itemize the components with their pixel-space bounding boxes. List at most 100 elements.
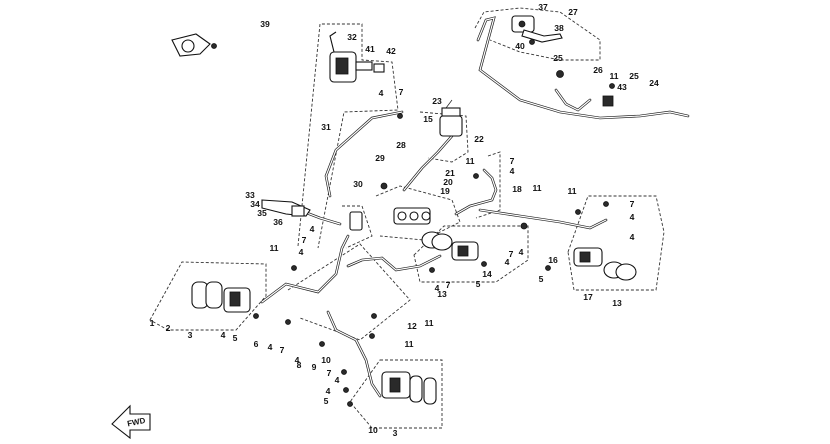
callout-c11d: 11 [567, 186, 576, 196]
callout-c8: 8 [297, 360, 302, 370]
callout-c28: 28 [396, 140, 406, 150]
callout-c4c: 4 [630, 212, 635, 222]
callout-c40: 40 [515, 41, 525, 51]
forward-arrow: FWD [111, 404, 151, 440]
callout-c41: 41 [365, 44, 375, 54]
callout-c5a: 5 [539, 274, 544, 284]
part-front-right-caliper [381, 371, 437, 405]
callout-c11f: 11 [424, 318, 433, 328]
callout-c7g: 7 [280, 345, 285, 355]
callout-c4f: 4 [630, 232, 635, 242]
callout-c7e: 7 [509, 249, 514, 259]
callout-c4e: 4 [299, 247, 304, 257]
callout-c20: 20 [443, 177, 453, 187]
callout-c10b: 10 [368, 425, 378, 435]
outline-rear-line [475, 151, 501, 219]
callout-c9: 9 [312, 362, 317, 372]
outline-front-right-caliper [349, 359, 443, 429]
callout-c26: 26 [593, 65, 603, 75]
callout-c7f: 7 [446, 280, 451, 290]
callout-c15: 15 [423, 114, 433, 124]
part-25-nut [556, 70, 564, 78]
callout-c11a: 11 [609, 71, 618, 81]
part-rear-left-caliper [421, 231, 479, 261]
callout-c11b: 11 [465, 156, 474, 166]
callout-c31: 31 [321, 122, 331, 132]
callout-c37: 37 [538, 2, 548, 12]
callout-c36: 36 [273, 217, 283, 227]
callout-c4n: 4 [326, 386, 331, 396]
part-29-bolt [380, 182, 388, 190]
outline-parking-brake [474, 7, 601, 61]
outline-proportion-valve [375, 185, 461, 241]
brake-lines [260, 16, 690, 398]
callout-c3b: 3 [393, 428, 398, 438]
callout-c17: 17 [583, 292, 593, 302]
callout-c11g: 11 [404, 339, 413, 349]
outline-center-tee [342, 205, 373, 249]
callout-c18: 18 [512, 184, 522, 194]
fasteners [253, 113, 609, 407]
cable-parking [476, 16, 690, 120]
callout-c39: 39 [260, 19, 270, 29]
callout-c4l: 4 [295, 355, 300, 365]
part-15-reservoir [439, 99, 463, 137]
part-32-master-cylinder [329, 31, 385, 83]
callout-c29: 29 [375, 153, 385, 163]
callout-c13b: 13 [612, 298, 622, 308]
callout-c4a: 4 [379, 88, 384, 98]
callout-c11e: 11 [269, 243, 278, 253]
callout-c33: 33 [245, 190, 255, 200]
callout-c10a: 10 [321, 355, 331, 365]
callout-c5c: 5 [233, 333, 238, 343]
part-rear-right-caliper [573, 247, 637, 281]
callout-c16: 16 [548, 255, 558, 265]
forward-label: FWD [126, 416, 146, 429]
callout-c4k: 4 [268, 342, 273, 352]
callout-c3a: 3 [188, 330, 193, 340]
callout-c4j: 4 [221, 330, 226, 340]
callout-c4g: 4 [519, 247, 524, 257]
callout-c13a: 13 [437, 289, 447, 299]
callout-c7d: 7 [302, 235, 307, 245]
callout-c11c: 11 [532, 183, 541, 193]
callout-c7c: 7 [630, 199, 635, 209]
outline-left-front-line [287, 243, 411, 341]
callout-c5d: 5 [324, 396, 329, 406]
callout-c27: 27 [568, 7, 578, 17]
callout-c4i: 4 [435, 283, 440, 293]
callout-c43: 43 [617, 82, 627, 92]
outline-rear-left-caliper [413, 225, 529, 283]
part-39-clamp [171, 33, 217, 57]
callout-c24: 24 [649, 78, 659, 88]
part-19-21-valve [393, 207, 431, 225]
callout-c7h: 7 [327, 368, 332, 378]
part-43-grommet [602, 95, 614, 107]
callout-c30: 30 [353, 179, 363, 189]
callout-c6: 6 [254, 339, 259, 349]
callout-c32: 32 [347, 32, 357, 42]
callout-c35: 35 [257, 208, 267, 218]
callout-c34: 34 [250, 199, 260, 209]
callout-c4d: 4 [310, 224, 315, 234]
callout-c7a: 7 [399, 87, 404, 97]
callout-c19: 19 [440, 186, 450, 196]
callout-c5b: 5 [476, 279, 481, 289]
group-outlines [149, 7, 665, 429]
part-11-clip-top [609, 83, 615, 89]
callout-c42: 42 [386, 46, 396, 56]
outline-master-cylinder [297, 23, 399, 249]
callout-c1: 1 [150, 318, 155, 328]
outline-front-left-caliper [149, 261, 267, 331]
part-37-38-parking-lever [511, 15, 563, 45]
components [171, 15, 637, 407]
callout-c4m: 4 [335, 375, 340, 385]
callout-c25b: 25 [629, 71, 639, 81]
callout-c23: 23 [432, 96, 442, 106]
callout-c14: 14 [482, 269, 492, 279]
callout-c4h: 4 [505, 257, 510, 267]
callout-c4b: 4 [510, 166, 515, 176]
callout-c38: 38 [554, 23, 564, 33]
